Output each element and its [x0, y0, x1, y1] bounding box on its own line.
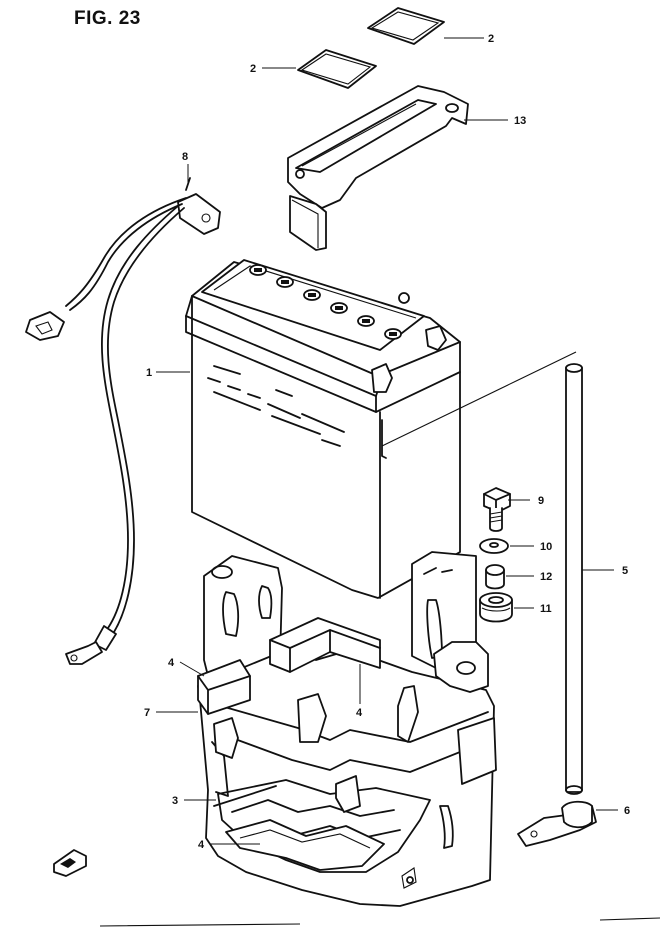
part-3-tray-pad	[213, 785, 277, 807]
part-5-rod	[565, 363, 583, 795]
callout-10: 10	[540, 541, 552, 553]
part-1-battery	[185, 259, 461, 599]
callout-labels: 2 2 13 8 1 9 10 12 11 5 6 4 7 4 3 4	[144, 33, 630, 851]
part-13-battery-holder-bracket	[287, 85, 469, 251]
part-2-pad-lower	[297, 49, 377, 89]
part-4-spacer-bottom	[225, 819, 385, 871]
figure-title: FIG. 23	[74, 8, 141, 29]
part-9-bolt	[483, 487, 511, 532]
callout-2-lower: 2	[250, 63, 256, 75]
part-4-spacer-upper-left	[197, 659, 251, 715]
callout-7: 8	[182, 151, 188, 163]
callout-11: 11	[540, 603, 552, 615]
part-4-spacer-center	[269, 617, 381, 673]
reference-line	[381, 351, 577, 447]
part-2-pad-upper	[367, 7, 445, 45]
part-6-clip	[517, 800, 597, 847]
part-12-collar	[485, 564, 505, 590]
callout-1: 1	[146, 367, 152, 379]
battery-cell-caps	[249, 264, 402, 340]
front-arrow-marker	[53, 849, 87, 877]
leader-lines	[156, 37, 618, 845]
callout-4-bottom: 4	[198, 839, 205, 851]
part-10-washer	[479, 538, 509, 554]
bottom-rule	[99, 917, 660, 927]
callout-5: 5	[622, 565, 628, 577]
part-11-cushion	[479, 592, 513, 623]
callout-12: 12	[540, 571, 552, 583]
callout-13: 13	[514, 115, 526, 127]
callout-4-upper: 4	[168, 657, 175, 669]
callout-4-center: 4	[356, 707, 363, 719]
callout-3: 3	[172, 795, 178, 807]
part-7-battery-cable	[25, 177, 221, 665]
battery-side-markings	[207, 365, 345, 447]
callout-8: 7	[144, 707, 150, 719]
callout-6: 6	[624, 805, 630, 817]
callout-2-upper: 2	[488, 33, 494, 45]
callout-9: 9	[538, 495, 544, 507]
